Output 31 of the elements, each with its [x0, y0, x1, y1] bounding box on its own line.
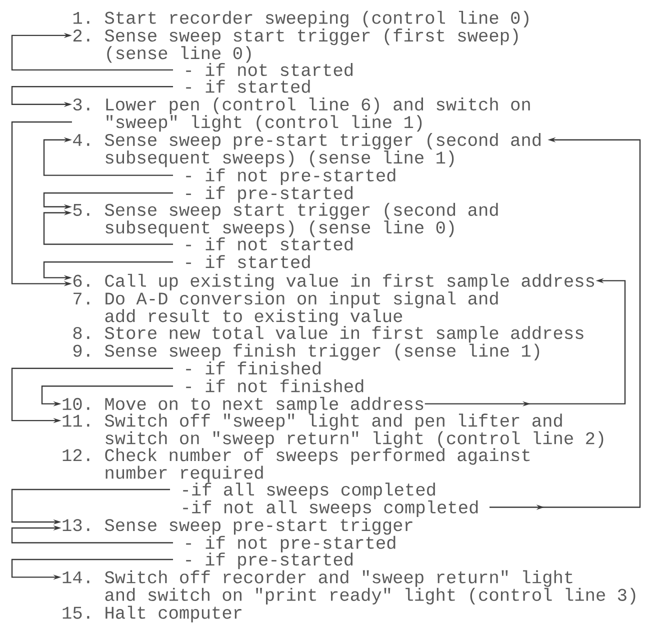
step-text: 11. Switch off "sweep" light and pen lifter and switch on "sweep return" light (control line 2): [62, 414, 604, 448]
step-text: 2. Sense sweep start trigger (first sweep) (sense line 0): [73, 28, 518, 63]
arrow: [11, 525, 173, 544]
step-text: 15. Halt computer: [62, 606, 242, 622]
condition-text: - if not pre-started: [186, 168, 396, 185]
condition-text: - if pre-started: [186, 186, 353, 203]
condition-text: -if not all sweeps completed: [183, 500, 478, 517]
condition-text: - if not started: [186, 63, 353, 76]
step-text: 12. Check number of sweeps performed against number required: [62, 448, 530, 482]
condition-text: - if started: [186, 80, 310, 93]
arrow: [43, 210, 173, 245]
step-text: 8. Store new total value in first sample address: [73, 326, 584, 343]
condition-text: -if all sweeps completed: [183, 482, 435, 500]
step-text: 10. Move on to next sample address: [62, 396, 424, 414]
step-text: 9. Sense sweep finish trigger (sense line 1): [73, 344, 540, 360]
arrow: [11, 32, 173, 71]
step-text: 3. Lower pen (control line 6) and switch on "sweep" light (control line 1): [73, 98, 530, 132]
step-text: 7. Do A-D conversion on input signal and add result to existing value: [74, 292, 498, 326]
condition-text: - if finished: [186, 361, 320, 375]
step-text: 13. Sense sweep pre-start trigger: [62, 518, 412, 535]
arrow: [43, 137, 173, 176]
condition-text: - if pre-started: [186, 552, 353, 570]
step-text: 4. Sense sweep pre-start trigger (second and subsequent sweeps) (sense line 1): [73, 132, 540, 168]
condition-text: - if not finished: [186, 379, 364, 392]
condition-text: - if started: [186, 255, 310, 268]
step-text: 5. Sense sweep start trigger (second and subsequent sweeps) (sense line 0): [73, 202, 498, 238]
condition-text: - if not started: [186, 237, 353, 250]
step-text: 6. Call up existing value in first sample address: [73, 274, 594, 290]
condition-text: - if not pre-started: [186, 536, 396, 552]
step-text: 14. Switch off recorder and "sweep return" light and switch on "print ready" light (control line 3): [62, 570, 636, 604]
step-text: 1. Start recorder sweeping (control line 0): [73, 10, 528, 28]
